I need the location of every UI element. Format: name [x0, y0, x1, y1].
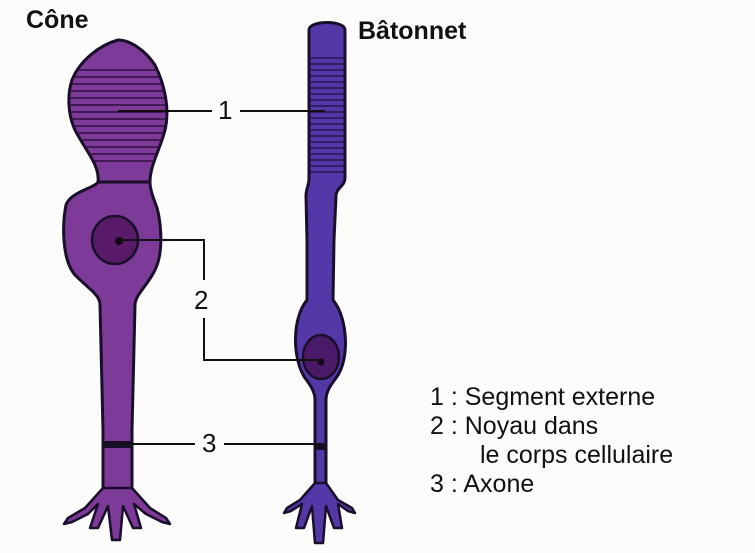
legend: 1 : Segment externe 2 : Noyau dans le co…	[430, 383, 673, 499]
label-number-1: 1	[218, 95, 232, 126]
legend-item-2-continuation: le corps cellulaire	[430, 441, 673, 470]
rod-nucleus	[303, 335, 339, 379]
cone-synaptic-terminal	[64, 488, 170, 540]
rod-cell	[284, 23, 355, 544]
legend-item-3: 3 : Axone	[430, 470, 673, 499]
label-number-3: 3	[202, 428, 216, 459]
rod-body	[295, 23, 345, 486]
cone-title: Cône	[26, 6, 89, 35]
legend-item-2: 2 : Noyau dans	[430, 412, 673, 441]
rod-synaptic-terminal	[284, 483, 355, 543]
legend-item-1: 1 : Segment externe	[430, 383, 673, 412]
rod-title: Bâtonnet	[358, 17, 466, 46]
label-number-2: 2	[194, 285, 208, 316]
cone-cell	[60, 40, 170, 540]
